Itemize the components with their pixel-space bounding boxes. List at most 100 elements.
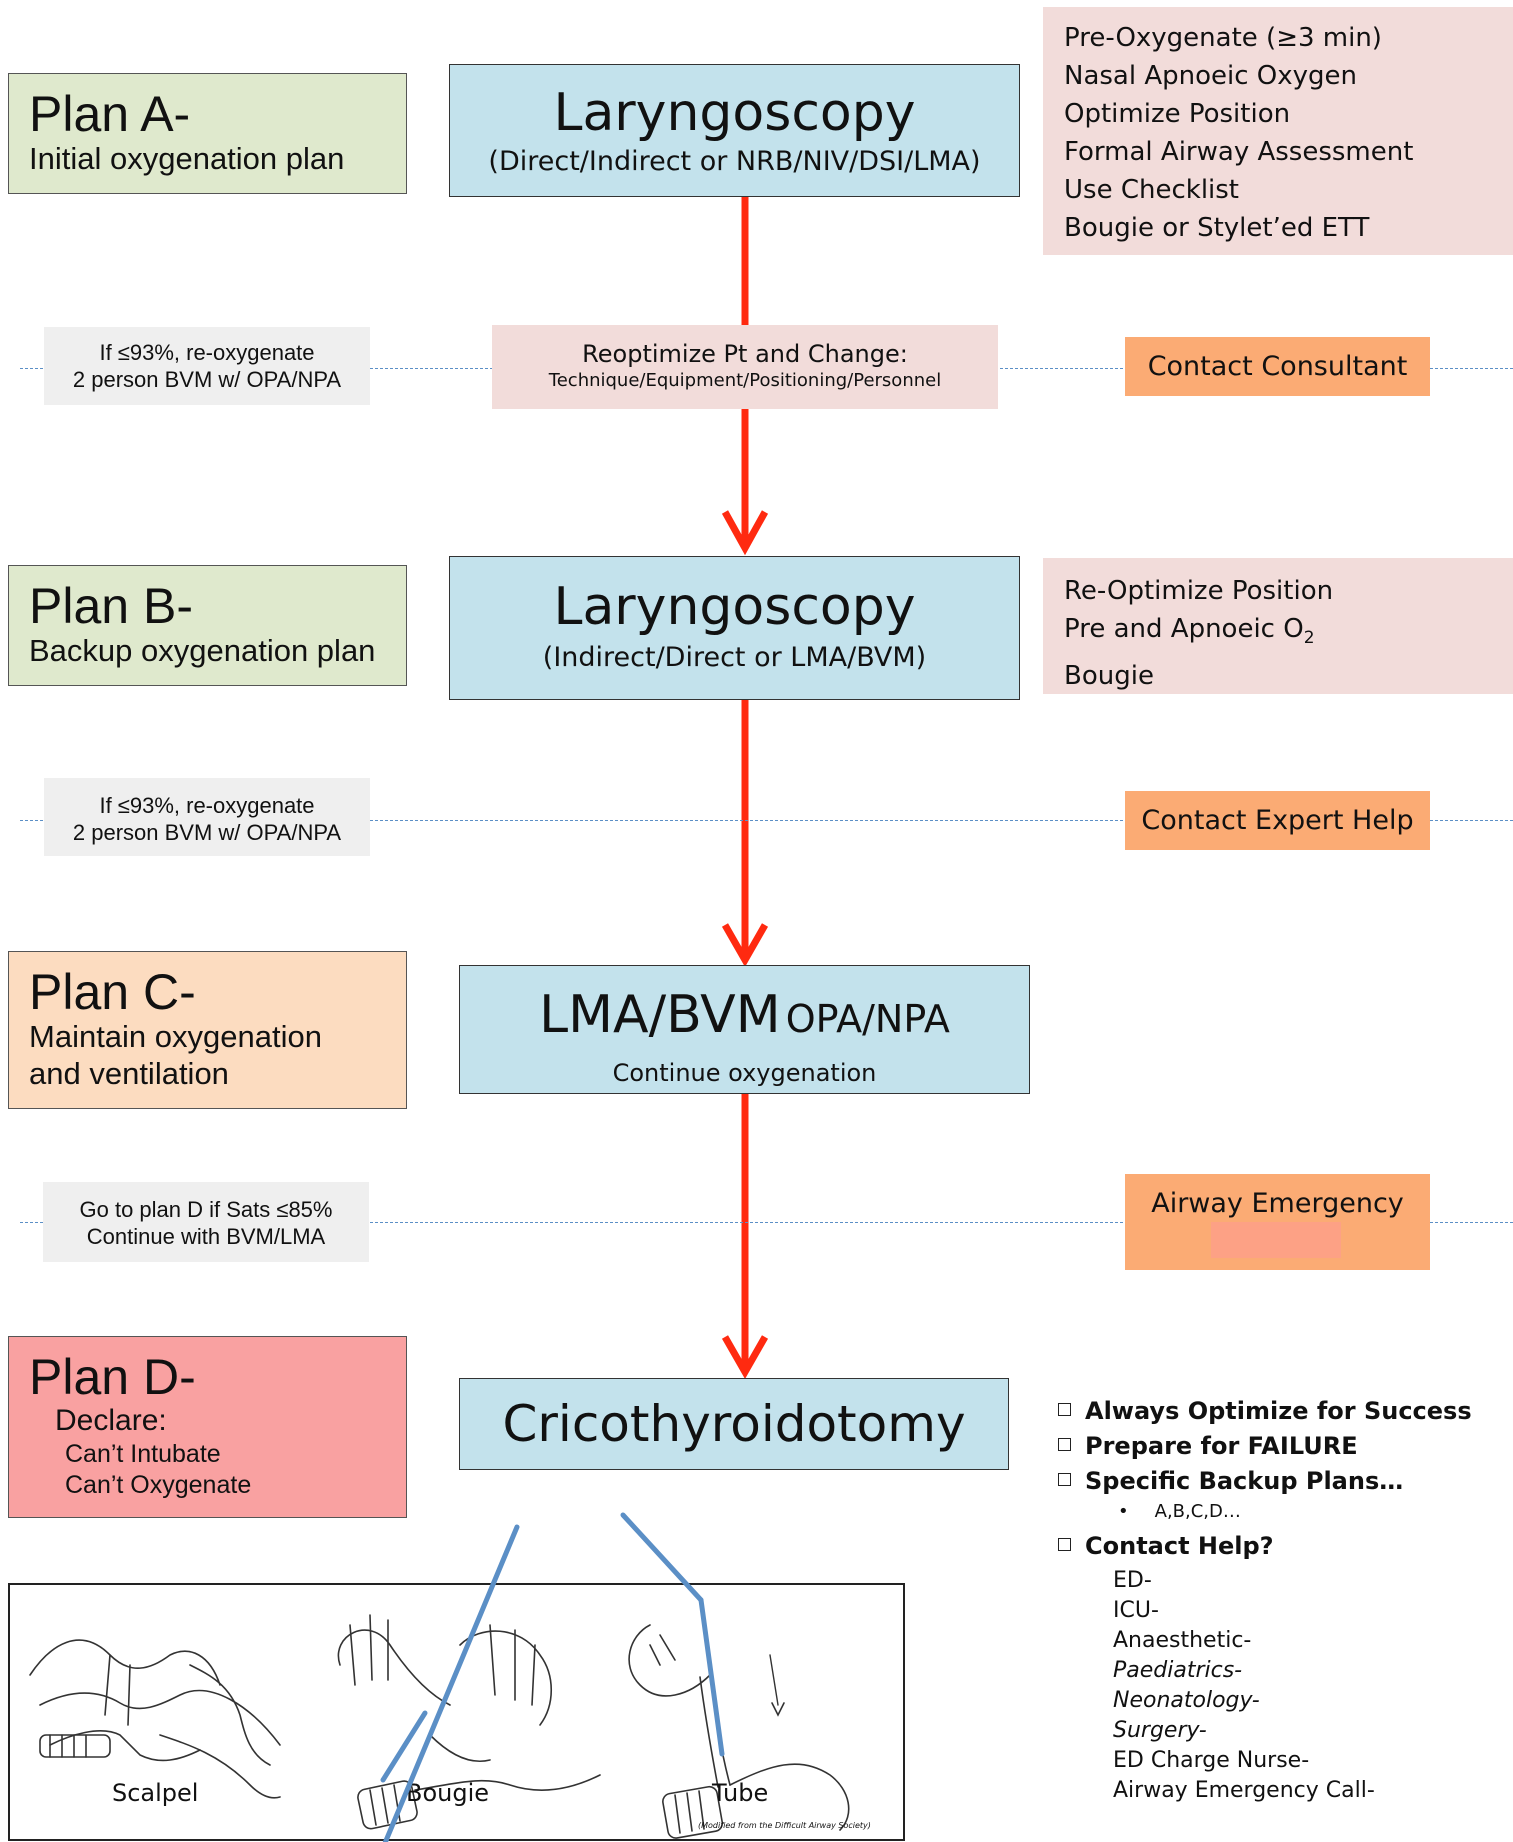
contact-item: ICU- [1113,1598,1159,1623]
plan-c-subtitle-line-2: and ventilation [29,1056,229,1091]
summary-item: Contact Help? [1058,1529,1508,1564]
procedure-sketch [29,1614,850,1839]
checklist-a-item: Pre-Oxygenate (≥3 min) [1064,23,1382,53]
reoptimize-line-1: Reoptimize Pt and Change: [582,340,908,368]
bullet-icon: • [1118,1501,1129,1522]
summary-subitem-label: A,B,C,D… [1154,1501,1241,1522]
contact-consultant-label: Contact Consultant [1147,351,1408,382]
note-2-line-2: 2 person BVM w/ OPA/NPA [72,820,342,845]
checklist-a-item: Nasal Apnoeic Oxygen [1064,61,1358,91]
step-2-subtitle: (Indirect/Direct or LMA/BVM) [542,642,927,673]
contact-expert-help-label: Contact Expert Help [1141,805,1414,836]
plan-a-title: Plan A- [29,86,191,142]
checklist-b-o2-subscript: 2 [1303,628,1315,649]
contact-item: ED- [1113,1568,1152,1593]
plan-a-checklist: Pre-Oxygenate (≥3 min) Nasal Apnoeic Oxy… [1043,7,1513,255]
summary-item-label: Prepare for FAILURE [1085,1432,1358,1460]
checkbox-icon [1058,1402,1071,1416]
arrow-head-3 [721,1335,769,1380]
checklist-a-item: Bougie or Stylet’ed ETT [1064,213,1370,243]
plan-c-box: Plan C- Maintain oxygenation and ventila… [8,951,407,1109]
plan-d-trigger-note: Go to plan D if Sats ≤85% Continue with … [43,1182,369,1262]
summary-item: Specific Backup Plans… [1058,1464,1508,1499]
summary-item: Always Optimize for Success [1058,1394,1508,1429]
plan-b-subtitle: Backup oxygenation plan [29,633,376,668]
reoxygenate-note-1: If ≤93%, re-oxygenate 2 person BVM w/ OP… [44,327,370,405]
checklist-a-item: Formal Airway Assessment [1064,137,1414,167]
contact-item: Neonatology- [1113,1688,1260,1713]
plan-d-title: Plan D- [29,1349,196,1405]
arrow-head-2 [721,923,769,968]
plan-d-box: Plan D- Declare: Can’t Intubate Can’t Ox… [8,1336,407,1518]
plan-a-box: Plan A- Initial oxygenation plan [8,73,407,194]
note-2-line-1: If ≤93%, re-oxygenate [99,793,315,818]
summary-item-label: Contact Help? [1085,1532,1274,1560]
checkbox-icon [1058,1472,1071,1486]
step-1-subtitle: (Direct/Indirect or NRB/NIV/DSI/LMA) [488,146,981,177]
reoptimize-line-2: Technique/Equipment/Positioning/Personne… [548,370,942,391]
summary-subitem: • A,B,C,D… [1058,1499,1508,1525]
bougie-inner-line [380,1710,428,1783]
dashed-separator-3 [20,1222,1513,1223]
plan-a-subtitle: Initial oxygenation plan [29,141,345,176]
scalpel-drawing [29,1639,281,1799]
procedure-illustration: Scalpel Bougie Tube (Modified from the D… [8,1583,905,1841]
summary-item-label: Always Optimize for Success [1085,1397,1472,1425]
plan-c-title: Plan C- [29,964,196,1020]
bougie-drawing [337,1614,601,1830]
contact-item: ED Charge Nurse- [1113,1748,1310,1773]
note-3-line-1: Go to plan D if Sats ≤85% [79,1197,333,1222]
plan-b-checklist: Re-Optimize Position Pre and Apnoeic O2 … [1043,558,1513,694]
step-1-title: Laryngoscopy [553,83,916,143]
contact-item: Surgery- [1113,1718,1207,1743]
reoxygenate-note-2: If ≤93%, re-oxygenate 2 person BVM w/ OP… [44,778,370,856]
illustration-label-tube: Tube [712,1779,769,1807]
step-3-subtitle: Continue oxygenation [612,1059,877,1087]
tube-pointer-line [620,1512,704,1603]
checkbox-icon [1058,1537,1071,1551]
plan-d-line-2: Can’t Oxygenate [65,1471,252,1499]
plan-b-title: Plan B- [29,578,193,634]
summary-item: Prepare for FAILURE [1058,1429,1508,1464]
note-1-line-1: If ≤93%, re-oxygenate [99,340,315,365]
contact-item: Anaesthetic- [1113,1628,1252,1653]
airway-emergency-label: Airway Emergency [1151,1188,1404,1219]
summary-checklist: Always Optimize for Success Prepare for … [1058,1394,1508,1806]
checklist-b-item: Pre and Apnoeic O2 [1064,610,1513,657]
plan-d-declare: Declare: [55,1404,167,1437]
checklist-b-item: Re-Optimize Position [1064,576,1334,606]
cricothyroidotomy-step: Cricothyroidotomy [459,1378,1009,1470]
illustration-label-bougie: Bougie [406,1779,490,1807]
arrow-head-1 [721,510,769,556]
illustration-label-scalpel: Scalpel [112,1779,199,1807]
airway-emergency-highlight [1211,1222,1341,1258]
step-3-title: LMA/BVM OPA/NPA [460,986,1029,1056]
reoptimize-box: Reoptimize Pt and Change: Technique/Equi… [492,325,998,409]
bougie-pointer-line [382,1524,520,1842]
note-3-line-2: Continue with BVM/LMA [86,1224,326,1249]
lma-bvm-step: LMA/BVM OPA/NPA Continue oxygenation [459,965,1030,1094]
contact-item: Airway Emergency Call- [1113,1778,1375,1803]
tube-inner-line [698,1597,725,1757]
contact-item: Paediatrics- [1113,1658,1243,1683]
step-3-title-small: OPA/NPA [785,997,950,1041]
checklist-b-item: Bougie [1064,661,1154,692]
checkbox-icon [1058,1437,1071,1451]
plan-c-subtitle-line-1: Maintain oxygenation [29,1019,322,1054]
laryngoscopy-step-2: Laryngoscopy (Indirect/Direct or LMA/BVM… [449,556,1020,700]
contact-list: ED- ICU- Anaesthetic- Paediatrics- Neona… [1058,1566,1508,1806]
plan-d-line-1: Can’t Intubate [65,1440,221,1468]
step-3-title-main: LMA/BVM [539,985,781,1045]
illustration-credit: (Modified from the Difficult Airway Soci… [698,1821,871,1830]
note-1-line-2: 2 person BVM w/ OPA/NPA [72,367,342,392]
contact-expert-help-box: Contact Expert Help [1125,791,1430,850]
laryngoscopy-step-1: Laryngoscopy (Direct/Indirect or NRB/NIV… [449,64,1020,197]
step-4-title: Cricothyroidotomy [502,1395,966,1453]
airway-emergency-box: Airway Emergency [1125,1174,1430,1270]
dashed-separator-2 [20,820,1513,821]
contact-consultant-box: Contact Consultant [1125,337,1430,396]
step-2-title: Laryngoscopy [553,577,916,637]
checklist-b-o2-label: Pre and Apnoeic O [1064,614,1304,644]
summary-item-label: Specific Backup Plans… [1085,1467,1404,1495]
